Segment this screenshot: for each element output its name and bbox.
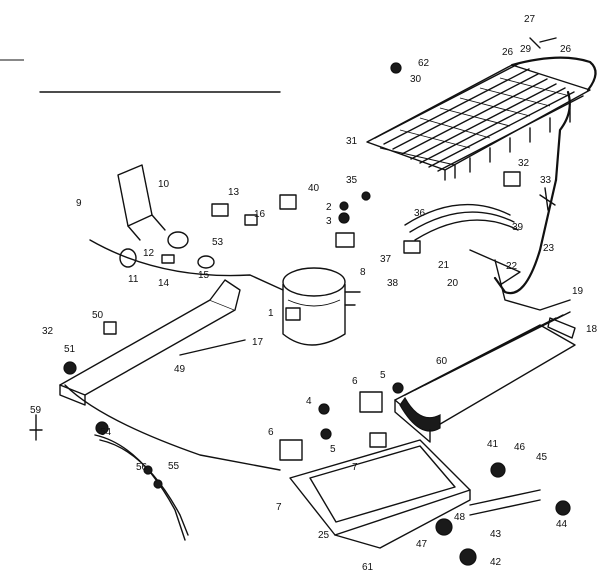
part-label-17: 17 xyxy=(252,337,264,348)
mounting-frame xyxy=(289,439,471,549)
part-label-23: 23 xyxy=(543,243,555,254)
part-label-31: 31 xyxy=(346,136,358,147)
cord-strap xyxy=(94,434,189,541)
part-label-4: 4 xyxy=(306,396,312,407)
part-label-12: 12 xyxy=(143,248,155,259)
part-label-45: 45 xyxy=(536,452,548,463)
part-label-8: 8 xyxy=(360,267,366,278)
part-label-51: 51 xyxy=(64,344,76,355)
part-label-13: 13 xyxy=(228,187,240,198)
part-label-18: 18 xyxy=(586,324,598,335)
part-label-35: 35 xyxy=(346,175,358,186)
part-label-32b: 32 xyxy=(42,326,54,337)
part-number-labels: 1 2 3 4 5 5 6 6 7 7 8 9 10 11 12 13 14 1… xyxy=(30,14,598,573)
part-label-26a: 26 xyxy=(502,47,514,58)
header-rules xyxy=(0,59,281,93)
small-parts xyxy=(29,37,576,566)
part-label-25: 25 xyxy=(318,530,330,541)
part-label-6a: 6 xyxy=(352,376,358,387)
wire-harness xyxy=(64,239,284,471)
part-label-48: 48 xyxy=(454,512,466,523)
fill-tube xyxy=(494,259,571,311)
part-label-50: 50 xyxy=(92,310,104,321)
part-label-55: 55 xyxy=(168,461,180,472)
part-label-26b: 26 xyxy=(560,44,572,55)
defrost-heater xyxy=(404,203,521,286)
part-label-39: 39 xyxy=(512,222,524,233)
part-label-9: 9 xyxy=(76,198,82,209)
part-label-40: 40 xyxy=(308,183,320,194)
part-label-15: 15 xyxy=(198,270,210,281)
part-label-33: 33 xyxy=(540,175,552,186)
part-label-62: 62 xyxy=(418,58,430,69)
part-label-1: 1 xyxy=(268,308,274,319)
condenser-coil xyxy=(366,56,597,295)
part-label-44: 44 xyxy=(556,519,568,530)
evaporator-pan xyxy=(394,311,576,443)
part-label-32a: 32 xyxy=(518,158,530,169)
part-label-5b: 5 xyxy=(330,444,336,455)
part-label-41: 41 xyxy=(487,439,499,450)
part-label-11: 11 xyxy=(128,274,139,285)
part-label-16: 16 xyxy=(254,209,266,220)
part-label-60: 60 xyxy=(436,356,448,367)
part-label-6b: 6 xyxy=(268,427,274,438)
compressor xyxy=(282,267,361,346)
part-label-42: 42 xyxy=(490,557,502,568)
part-label-14: 14 xyxy=(158,278,170,289)
part-label-2: 2 xyxy=(326,202,332,213)
part-label-53: 53 xyxy=(212,237,224,248)
part-label-5a: 5 xyxy=(380,370,386,381)
part-label-19: 19 xyxy=(572,286,584,297)
part-label-21: 21 xyxy=(438,260,450,271)
fan-bracket xyxy=(117,164,189,268)
part-label-56: 56 xyxy=(136,462,148,473)
part-label-47: 47 xyxy=(416,539,428,550)
part-label-46: 46 xyxy=(514,442,526,453)
part-label-20: 20 xyxy=(447,278,459,289)
part-label-27: 27 xyxy=(524,14,536,25)
part-label-7b: 7 xyxy=(276,502,282,513)
part-label-36: 36 xyxy=(414,208,426,219)
part-label-61: 61 xyxy=(362,562,374,573)
part-label-38: 38 xyxy=(387,278,399,289)
part-label-10: 10 xyxy=(158,179,170,190)
part-label-22: 22 xyxy=(506,261,518,272)
part-label-7a: 7 xyxy=(352,462,358,473)
part-label-37: 37 xyxy=(380,254,392,265)
base-rail xyxy=(59,279,241,406)
part-label-43: 43 xyxy=(490,529,502,540)
part-label-29: 29 xyxy=(520,44,532,55)
part-label-59: 59 xyxy=(30,405,42,416)
part-label-54: 54 xyxy=(100,427,112,438)
part-label-3: 3 xyxy=(326,216,332,227)
part-label-30: 30 xyxy=(410,74,422,85)
part-label-49: 49 xyxy=(174,364,186,375)
